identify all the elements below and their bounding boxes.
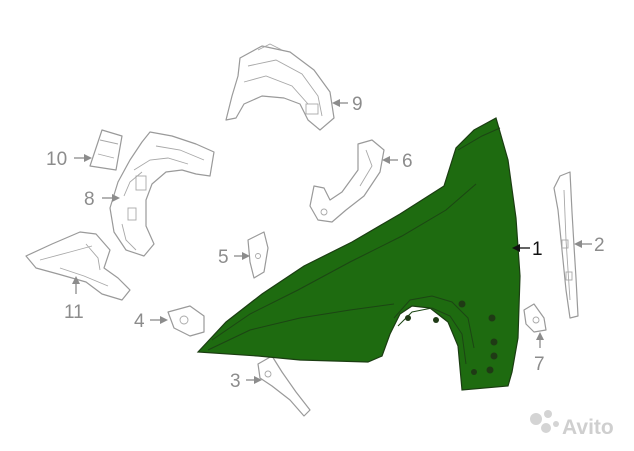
callout-5: 5 [218, 247, 250, 268]
callout-7-label: 7 [534, 354, 545, 375]
avito-logo-icon [530, 410, 559, 433]
watermark-text: Avito [562, 416, 614, 439]
part-2-seal-strip[interactable] [553, 171, 579, 319]
callout-8-label: 8 [84, 189, 95, 210]
part-11-lower-liner[interactable] [25, 231, 131, 301]
callout-3-label: 3 [230, 371, 241, 392]
part-5-bracket[interactable] [247, 231, 269, 279]
part-1-front-fender[interactable] [196, 117, 521, 391]
part-7-clip[interactable] [523, 303, 547, 333]
callout-3: 3 [230, 371, 262, 392]
callout-10-label: 10 [46, 149, 67, 170]
callout-7: 7 [534, 332, 545, 375]
callout-6: 6 [382, 151, 413, 172]
callout-1: 1 [512, 239, 543, 260]
callout-10: 10 [46, 149, 92, 170]
callout-9: 9 [332, 94, 363, 115]
part-4-clip[interactable] [167, 305, 205, 337]
callout-1-label: 1 [532, 239, 543, 260]
part-10-pad[interactable] [89, 129, 123, 171]
callout-4: 4 [134, 311, 168, 332]
callout-11-label: 11 [64, 302, 84, 323]
callout-11: 11 [64, 276, 84, 323]
part-3-bracket[interactable] [257, 355, 311, 417]
callout-9-label: 9 [352, 94, 363, 115]
part-8-wheel-house[interactable] [109, 131, 215, 257]
callout-5-label: 5 [218, 247, 229, 268]
callout-6-label: 6 [402, 151, 413, 172]
part-9-wheel-arch-liner[interactable] [225, 43, 335, 131]
callout-8: 8 [84, 189, 120, 210]
avito-watermark: Avito [530, 410, 614, 439]
callout-2: 2 [574, 235, 605, 256]
part-6-bracket[interactable] [309, 139, 385, 223]
callout-2-label: 2 [594, 235, 605, 256]
callout-4-label: 4 [134, 311, 145, 332]
